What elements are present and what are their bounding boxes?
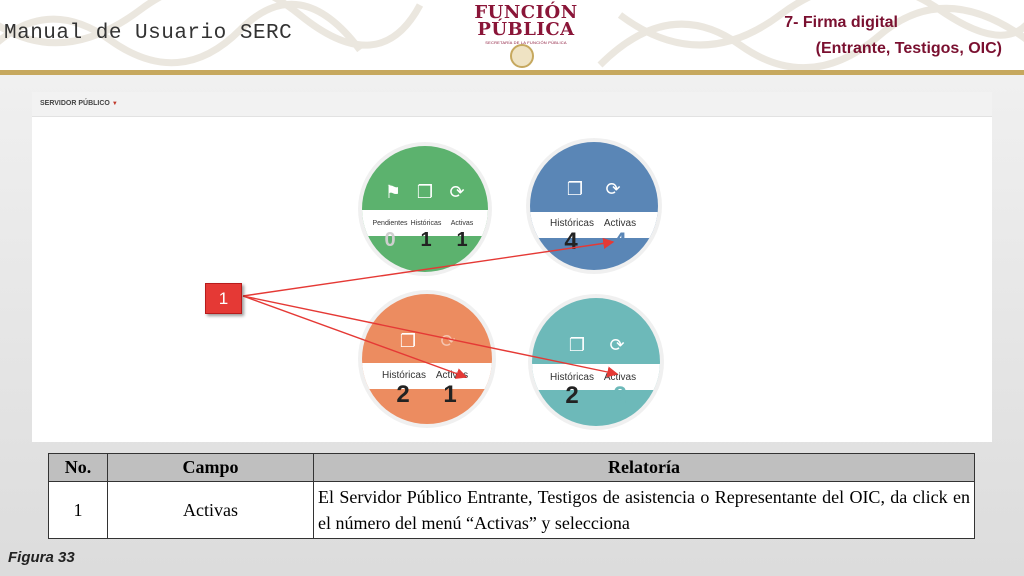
count-activas[interactable]: 4 [613,228,627,255]
label-activas: Activas [603,218,637,229]
badge-orange: ❐ ⟳ Históricas Activas 2 1 [362,294,492,424]
figure-caption: Figura 33 [8,549,75,566]
screenshot-panel: SERVIDOR PÚBLICO ▼ ⚑ ❐ ⟳ Pendientes Hist… [32,92,992,442]
logo-line-2: PÚBLICA [477,19,575,40]
cell-no: 1 [48,481,108,539]
seal-icon [510,44,534,68]
header-divider [0,70,1024,75]
cell-campo: Activas [107,481,314,539]
count-historicas[interactable]: 4 [564,228,578,255]
badge-label-strip [530,212,658,238]
label-historicas: Históricas [410,220,442,227]
count-pendientes[interactable]: 0 [384,229,396,251]
documents-icon: ❐ [568,335,586,355]
user-menu[interactable]: SERVIDOR PÚBLICO ▼ [40,100,118,107]
documents-icon: ❐ [416,182,434,202]
flag-icon: ⚑ [384,182,402,202]
funcion-publica-logo: FUNCIÓN PÚBLICA SECRETARÍA DE LA FUNCIÓN… [466,4,586,70]
label-historicas: Históricas [382,370,426,381]
documents-icon: ❐ [566,179,584,199]
label-pendientes: Pendientes [372,220,408,227]
document-title: Manual de Usuario SERC [4,22,293,45]
label-activas: Activas [450,220,474,227]
user-menu-label: SERVIDOR PÚBLICO [40,100,110,107]
app-topbar: SERVIDOR PÚBLICO ▼ [32,92,992,117]
label-activas: Activas [603,372,637,383]
count-historicas[interactable]: 2 [565,382,579,409]
badge-teal: ❐ ⟳ Históricas Activas 2 2 [532,298,660,426]
section-title-line-2: (Entrante, Testigos, OIC) [815,40,1002,57]
refresh-icon: ⟳ [609,335,625,355]
section-title: 7- Firma digital (Entrante, Testigos, OI… [742,10,1002,62]
refresh-icon: ⟳ [605,179,621,199]
logo-line-1: FUNCIÓN [474,2,578,23]
header-no: No. [48,453,108,482]
label-activas: Activas [435,370,469,381]
badge-green: ⚑ ❐ ⟳ Pendientes Históricas Activas 0 1 … [362,146,488,272]
documents-icon: ❐ [399,331,417,351]
callout-number: 1 [205,283,242,314]
header-relatoria: Relatoría [313,453,975,482]
description-table: No. Campo Relatoría 1 Activas El Servido… [48,453,975,539]
table-header-row: No. Campo Relatoría [48,453,975,482]
header-pattern [0,0,1024,72]
count-activas[interactable]: 2 [613,382,627,409]
count-historicas[interactable]: 1 [420,229,432,251]
refresh-icon: ⟳ [440,331,456,351]
logo-subtitle: SECRETARÍA DE LA FUNCIÓN PÚBLICA [485,40,567,45]
header-campo: Campo [107,453,314,482]
table-row: 1 Activas El Servidor Público Entrante, … [48,481,975,539]
count-activas[interactable]: 1 [456,229,468,251]
cell-relatoria: El Servidor Público Entrante, Testigos d… [313,481,975,539]
label-historicas: Históricas [550,218,594,229]
slide-header: Manual de Usuario SERC FUNCIÓN PÚBLICA S… [0,0,1024,72]
refresh-icon: ⟳ [449,182,465,202]
badge-label-strip [362,210,488,236]
count-activas[interactable]: 1 [443,381,457,408]
label-historicas: Históricas [550,372,594,383]
count-historicas[interactable]: 2 [396,381,410,408]
caret-down-icon: ▼ [111,101,118,107]
section-title-line-1: 7- Firma digital [784,14,898,31]
badge-blue: ❐ ⟳ Históricas Activas 4 4 [530,142,658,270]
